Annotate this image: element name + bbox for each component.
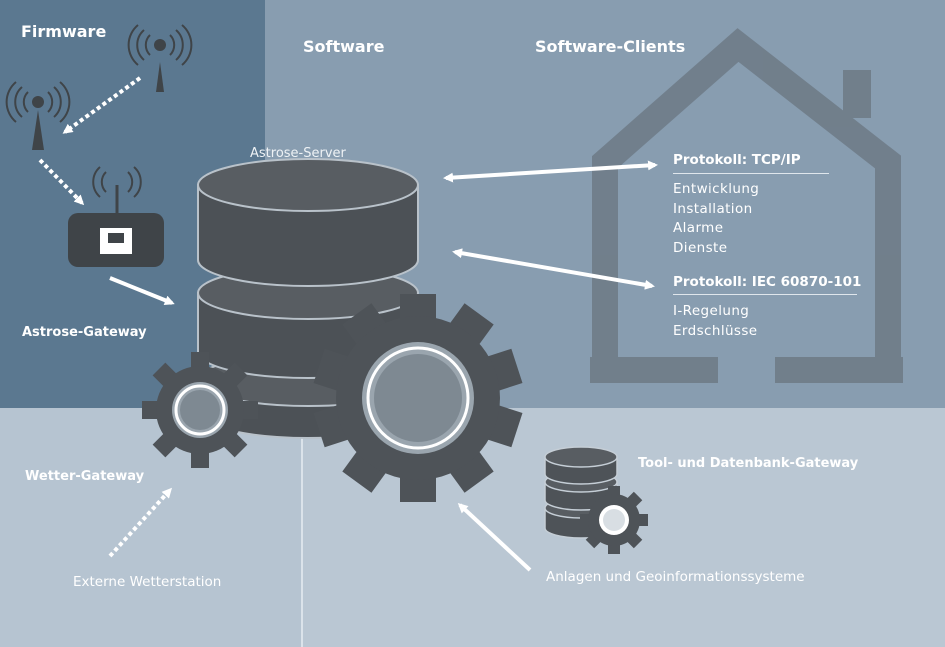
section-title-software: Software xyxy=(303,37,385,56)
list-item: Entwicklung xyxy=(673,181,760,197)
list-item: Dienste xyxy=(673,239,728,256)
label-externe-wetterstation: Externe Wetterstation xyxy=(73,574,222,590)
protocol-item-list: Entwicklung Installation Alarme Dienste xyxy=(673,180,759,258)
protocol-title: Protokoll: TCP/IP xyxy=(673,152,801,168)
label-astrose-server: Astrose-Server xyxy=(250,146,346,161)
dotted-arrow xyxy=(108,487,173,558)
protocol-rule xyxy=(673,173,829,174)
label-anlagen-geo: Anlagen und Geoinformationssysteme xyxy=(546,569,805,585)
list-item: Installation xyxy=(673,200,753,217)
dotted-arrow xyxy=(62,76,142,134)
house-icon xyxy=(590,28,903,383)
router-icon xyxy=(68,166,164,267)
antenna-icon xyxy=(5,81,71,150)
section-title-firmware: Firmware xyxy=(21,22,107,41)
panel-divider xyxy=(301,408,303,647)
label-tool-datenbank-gateway: Tool- und Datenbank-Gateway xyxy=(638,456,859,471)
protocol-rule xyxy=(673,294,857,295)
list-item: I-Regelung xyxy=(673,303,750,319)
list-item: Alarme xyxy=(673,220,724,236)
protocol-title: Protokoll: IEC 60870-101 xyxy=(673,274,862,290)
protocol-item-list: I-Regelung Erdschlüsse xyxy=(673,302,758,341)
weather-panel xyxy=(0,408,302,647)
dotted-arrow xyxy=(38,158,85,206)
bidirectional-arrow xyxy=(452,248,655,290)
gear-icon xyxy=(313,294,523,502)
label-wetter-gateway: Wetter-Gateway xyxy=(25,469,145,484)
list-item: Erdschlüsse xyxy=(673,322,758,339)
section-title-software-clients: Software-Clients xyxy=(535,37,686,56)
gear-icon xyxy=(580,486,648,554)
antenna-icon xyxy=(127,24,193,92)
label-astrose-gateway: Astrose-Gateway xyxy=(22,325,147,340)
bidirectional-arrow xyxy=(443,160,658,183)
solid-arrow xyxy=(109,276,175,306)
gear-icon xyxy=(142,352,258,468)
solid-arrow xyxy=(457,502,532,572)
